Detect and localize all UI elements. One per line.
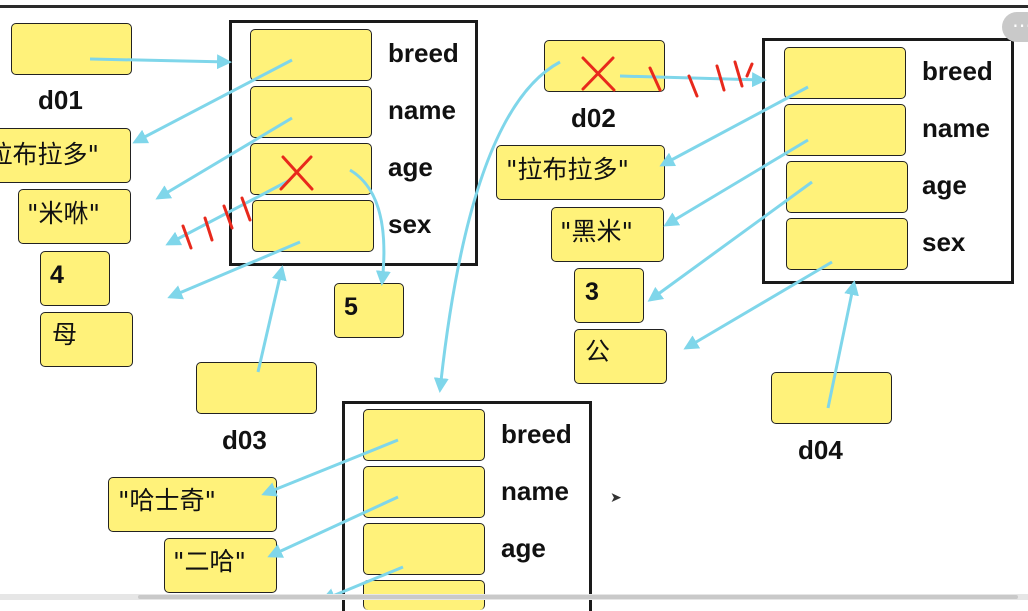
value-box xyxy=(334,283,404,338)
strike-marks-d02-arrow xyxy=(648,60,754,98)
value-box xyxy=(18,189,131,244)
value-box xyxy=(40,251,110,306)
value-box xyxy=(574,329,667,384)
top-border xyxy=(0,5,1028,8)
obj2-name-slot xyxy=(784,104,906,156)
value-box xyxy=(164,538,277,593)
obj1-sex-label: sex xyxy=(388,209,432,239)
d04-ref-box xyxy=(771,372,892,424)
obj3-name-label: name xyxy=(501,476,569,506)
obj2-sex-slot xyxy=(786,218,908,270)
obj3-age-label: age xyxy=(501,533,546,563)
d02-label: d02 xyxy=(571,103,616,133)
d03-label: d03 xyxy=(222,425,267,455)
obj1-age-slot xyxy=(250,143,372,195)
d03-ref-box xyxy=(196,362,317,414)
value-text: "哈士奇" xyxy=(118,486,216,515)
obj1-name-label: name xyxy=(388,95,456,125)
more-options-button[interactable]: ⋯ xyxy=(1002,12,1028,42)
value-text: "二哈" xyxy=(173,547,246,576)
obj1-name-slot xyxy=(250,86,372,138)
value-text: 4 xyxy=(50,261,64,289)
value-text: 3 xyxy=(585,278,599,306)
obj2-age-label: age xyxy=(922,170,967,200)
obj1-breed-slot xyxy=(250,29,372,81)
value-text: 公 xyxy=(585,337,611,366)
value-text: 母 xyxy=(52,320,78,349)
d02-ref-box xyxy=(544,40,665,92)
obj3-breed-label: breed xyxy=(501,419,572,449)
value-text: "拉布拉多" xyxy=(0,140,99,169)
d01-label: d01 xyxy=(38,85,83,115)
mouse-cursor-icon: ➤ xyxy=(610,490,622,506)
value-box xyxy=(574,268,644,323)
d01-ref-box xyxy=(11,23,132,75)
obj2-breed-label: breed xyxy=(922,56,993,86)
obj1-sex-slot xyxy=(252,200,374,252)
value-text: "黑米" xyxy=(560,217,633,246)
obj1-age-label: age xyxy=(388,152,433,182)
obj2-name-label: name xyxy=(922,113,990,143)
obj3-name-slot xyxy=(363,466,485,518)
value-text: "拉布拉多" xyxy=(506,155,629,184)
value-box xyxy=(108,477,277,532)
value-box xyxy=(0,128,131,183)
value-box xyxy=(551,207,664,262)
d04-label: d04 xyxy=(798,435,843,465)
obj3-age-slot xyxy=(363,523,485,575)
scrollbar-thumb[interactable] xyxy=(138,595,1018,599)
value-text: "米咻" xyxy=(27,199,100,228)
obj3-breed-slot xyxy=(363,409,485,461)
value-box xyxy=(40,312,133,367)
obj2-breed-slot xyxy=(784,47,906,99)
obj1-breed-label: breed xyxy=(388,38,459,68)
arrow-d03-to-object-1 xyxy=(256,265,287,373)
value-text: 5 xyxy=(344,293,358,321)
obj2-sex-label: sex xyxy=(922,227,966,257)
obj2-age-slot xyxy=(786,161,908,213)
